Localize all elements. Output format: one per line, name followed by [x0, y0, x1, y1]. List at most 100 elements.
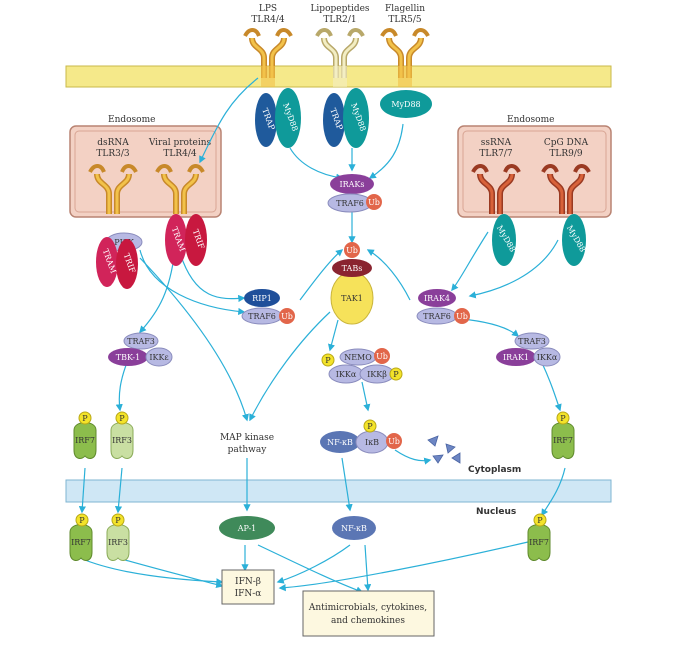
receptor-label-dsrna: dsRNA TLR3/3 — [96, 138, 130, 159]
ifn-output-box: IFN-β IFN-α — [221, 569, 275, 605]
irf3-nucleus: IRF3 P — [106, 513, 130, 561]
svg-text:Endosome: Endosome — [507, 115, 554, 125]
receptor-label-cpg-dna: CpG DNA TLR9/9 — [544, 138, 589, 159]
ub-tag-nemo: Ub — [374, 348, 390, 364]
irak1-node: IRAK1 — [496, 348, 536, 366]
traf6-node-right: TRAF6 — [416, 307, 458, 325]
svg-text:P: P — [325, 356, 331, 365]
svg-text:P: P — [82, 414, 88, 423]
receptor-label-viral-proteins: Viral proteins TLR4/4 — [148, 138, 212, 159]
svg-text:IRF3: IRF3 — [112, 436, 132, 445]
svg-text:TRAF3: TRAF3 — [127, 337, 155, 346]
svg-text:P: P — [393, 370, 399, 379]
irf3-cytoplasm: IRF3 P — [110, 411, 134, 459]
tak1-node: TAK1 — [330, 271, 374, 325]
svg-text:CpG DNA: CpG DNA — [544, 138, 589, 148]
membrane-receptor-stalks — [261, 66, 412, 87]
svg-text:IRF7: IRF7 — [75, 436, 95, 445]
svg-text:MyD88: MyD88 — [391, 100, 420, 109]
svg-text:IRAK4: IRAK4 — [424, 294, 450, 303]
ub-tag-top: Ub — [366, 194, 382, 210]
svg-text:P: P — [367, 422, 373, 431]
traf6-node-left: TRAF6 — [241, 307, 283, 325]
svg-text:IKKα: IKKα — [336, 370, 357, 379]
receptor-label-lipopeptides: Lipopeptides TLR2/1 — [310, 4, 369, 25]
svg-text:TRAF6: TRAF6 — [336, 199, 364, 208]
svg-text:Ub: Ub — [388, 437, 400, 446]
cytoplasm-label: Cytoplasm — [468, 465, 521, 475]
svg-text:IFN-β: IFN-β — [235, 577, 261, 587]
svg-text:IκB: IκB — [365, 438, 379, 447]
ub-tag-ikb: Ub — [386, 433, 402, 449]
ub-tag-tak1: Ub — [344, 242, 360, 258]
irf7-nucleus-right: IRF7 P — [527, 513, 551, 561]
svg-text:P: P — [537, 516, 543, 525]
svg-text:TLR2/1: TLR2/1 — [323, 15, 356, 25]
svg-text:TLR4/4: TLR4/4 — [251, 15, 285, 25]
tbk1-node: TBK-1 — [108, 348, 148, 366]
svg-text:Endosome: Endosome — [108, 115, 155, 125]
trap-adaptor-lipo: TRAP — [323, 93, 345, 147]
svg-text:NF-κB: NF-κB — [341, 524, 367, 533]
svg-text:Viral proteins: Viral proteins — [148, 138, 212, 148]
nfkb-nucleus-node: NF-κB — [332, 516, 376, 540]
degraded-ikb-fragments — [427, 435, 461, 464]
svg-text:TLR5/5: TLR5/5 — [388, 15, 422, 25]
traf3-node-right: TRAF3 — [514, 332, 550, 350]
svg-text:IRF7: IRF7 — [529, 538, 549, 547]
svg-text:IRF7: IRF7 — [553, 436, 573, 445]
ikke-node: IKKε — [145, 347, 173, 367]
ikkb-node: IKKβ — [359, 364, 395, 384]
irf7-cytoplasm-left: IRF7 P — [73, 411, 97, 459]
nuclear-envelope — [65, 479, 612, 503]
svg-text:RIP1: RIP1 — [252, 294, 272, 303]
tabs-node: TABs — [332, 259, 372, 277]
trif-adaptor-left: TRIF — [116, 239, 138, 289]
receptor-label-flagellin: Flagellin TLR5/5 — [385, 4, 425, 25]
svg-text:TLR7/7: TLR7/7 — [479, 149, 513, 159]
svg-text:IKKε: IKKε — [149, 353, 168, 362]
irak4-node: IRAK4 — [418, 289, 456, 307]
svg-text:pathway: pathway — [228, 445, 268, 455]
receptor-label-ssrna: ssRNA TLR7/7 — [479, 138, 513, 159]
traf6-node-top: TRAF6 — [327, 193, 373, 213]
svg-text:IRF3: IRF3 — [108, 538, 128, 547]
svg-text:TLR9/9: TLR9/9 — [549, 149, 583, 159]
phospho-ikka: P — [321, 353, 335, 367]
myd88-adaptor-lipo: MyD88 — [343, 88, 369, 148]
tram-adaptor-left: TRAM — [96, 237, 118, 287]
phospho-ikb: P — [363, 419, 377, 433]
svg-text:IRAKs: IRAKs — [339, 180, 364, 189]
signal-arrows — [78, 77, 566, 594]
svg-text:TLR3/3: TLR3/3 — [96, 149, 130, 159]
svg-text:IKKα: IKKα — [537, 353, 558, 362]
svg-text:IRAK1: IRAK1 — [503, 353, 529, 362]
ikka-node-right: IKKα — [533, 347, 561, 367]
svg-text:Ub: Ub — [376, 352, 388, 361]
svg-text:AP-1: AP-1 — [237, 524, 257, 533]
irf7-cytoplasm-right: IRF7 P — [551, 411, 575, 459]
svg-text:dsRNA: dsRNA — [97, 138, 129, 148]
nemo-node: NEMO — [339, 348, 377, 366]
tram-adaptor-right: TRAM — [165, 214, 187, 266]
svg-text:Ub: Ub — [346, 246, 358, 255]
svg-text:MAP kinase: MAP kinase — [220, 433, 274, 443]
svg-text:ssRNA: ssRNA — [481, 138, 512, 148]
phospho-ikkb: P — [389, 367, 403, 381]
trap-adaptor-lps: TRAP — [255, 93, 277, 147]
svg-text:Ub: Ub — [281, 312, 293, 321]
svg-text:and chemokines: and chemokines — [331, 616, 405, 626]
rip1-node: RIP1 — [244, 289, 280, 307]
antimicrobials-output-box: Antimicrobials, cytokines, and chemokine… — [302, 590, 435, 637]
iraks-node: IRAKs — [330, 174, 374, 194]
svg-text:LPS: LPS — [259, 4, 277, 14]
nucleus-label: Nucleus — [476, 507, 516, 517]
svg-text:IRF7: IRF7 — [71, 538, 91, 547]
svg-text:Ub: Ub — [456, 312, 468, 321]
svg-text:P: P — [119, 414, 125, 423]
svg-text:P: P — [115, 516, 121, 525]
ap1-node: AP-1 — [219, 516, 275, 540]
receptor-label-lps: LPS TLR4/4 — [251, 4, 285, 25]
svg-text:IFN-α: IFN-α — [235, 589, 262, 599]
